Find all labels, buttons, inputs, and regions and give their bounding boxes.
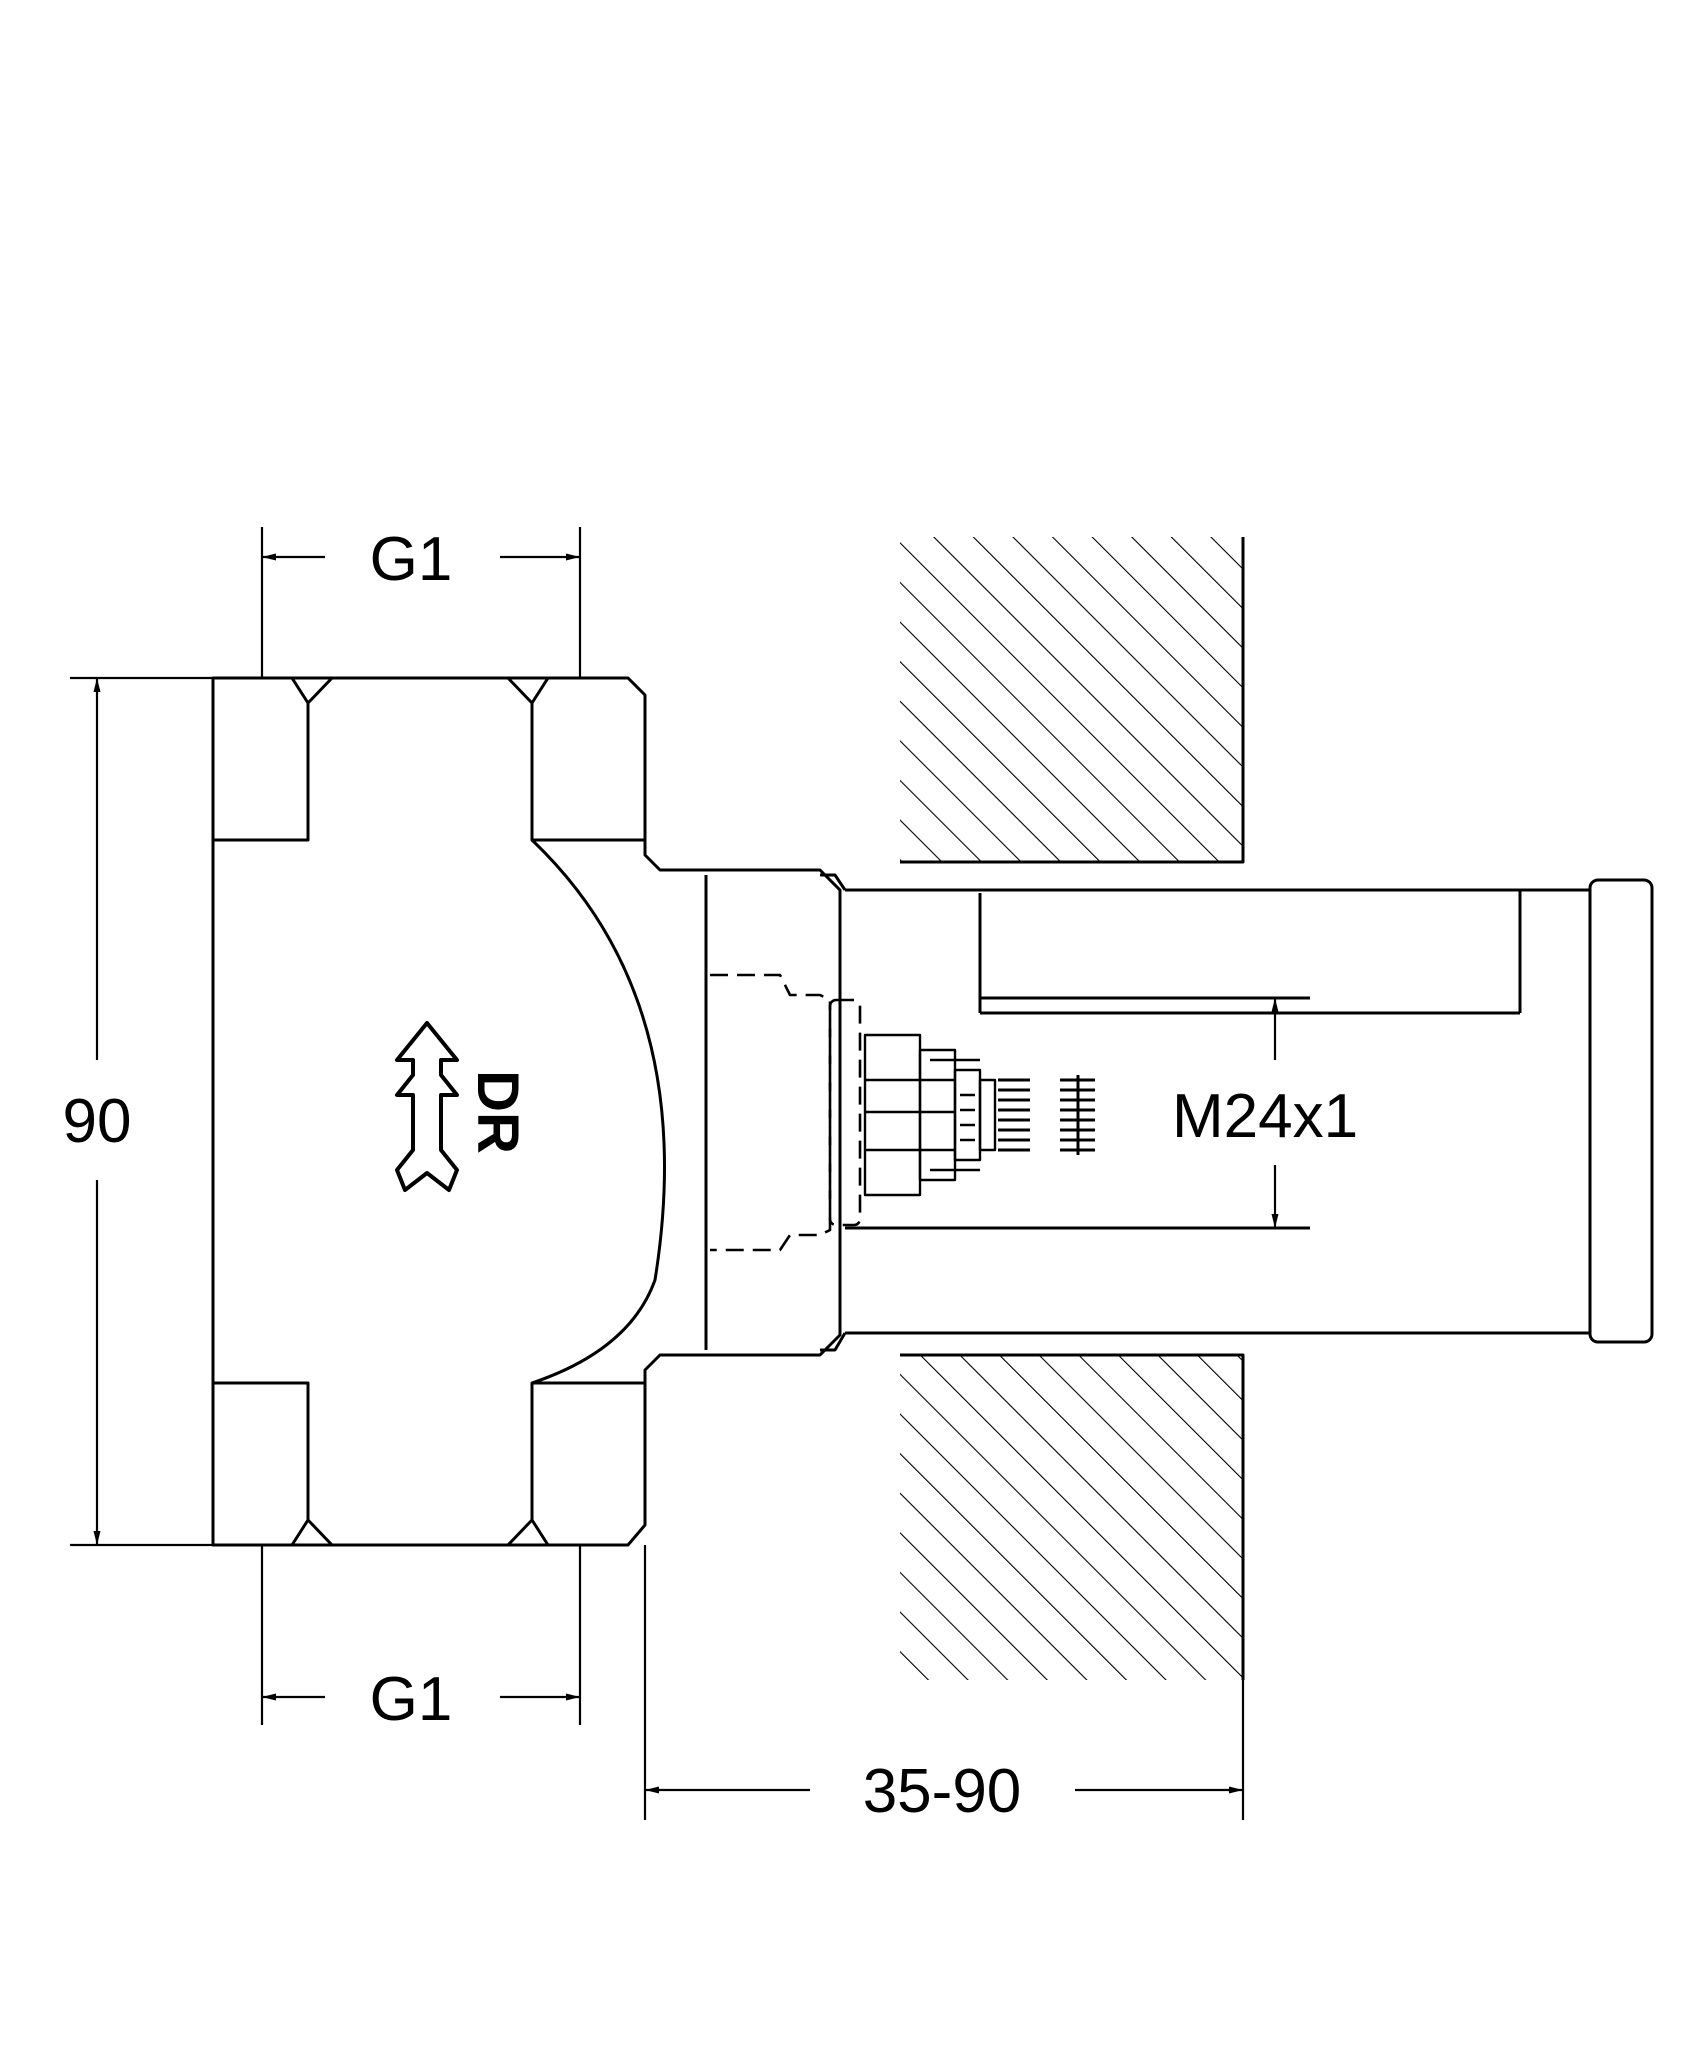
- label-height: 90: [63, 1087, 132, 1156]
- dimension-mounting-depth: [643, 1545, 1245, 1820]
- label-g1-top: G1: [370, 525, 453, 594]
- label-flow-marking: DR: [465, 1070, 530, 1154]
- label-mounting-depth: 35-90: [863, 1757, 1022, 1826]
- chamber-curve: [530, 838, 666, 1385]
- dimension-spindle-thread: [1230, 996, 1310, 1230]
- label-spindle-thread: M24x1: [1172, 1082, 1358, 1151]
- dimension-height: [70, 676, 213, 1547]
- spline-teeth: [998, 1075, 1095, 1155]
- wall-section-top: [900, 537, 1245, 864]
- thread-inlet-bottom: [213, 1381, 645, 1547]
- wall-section-bottom: [900, 1353, 1245, 1680]
- cartridge-hidden: [710, 973, 862, 1252]
- flow-direction-arrow: [395, 1021, 459, 1192]
- dimension-g1-top: [260, 527, 582, 678]
- label-g1-bottom: G1: [370, 1665, 453, 1734]
- thread-inlet-top: [213, 676, 645, 842]
- dimension-g1-bottom: [260, 1545, 582, 1725]
- valve-body-outline: [211, 676, 842, 1547]
- spindle-detail: [863, 1033, 997, 1197]
